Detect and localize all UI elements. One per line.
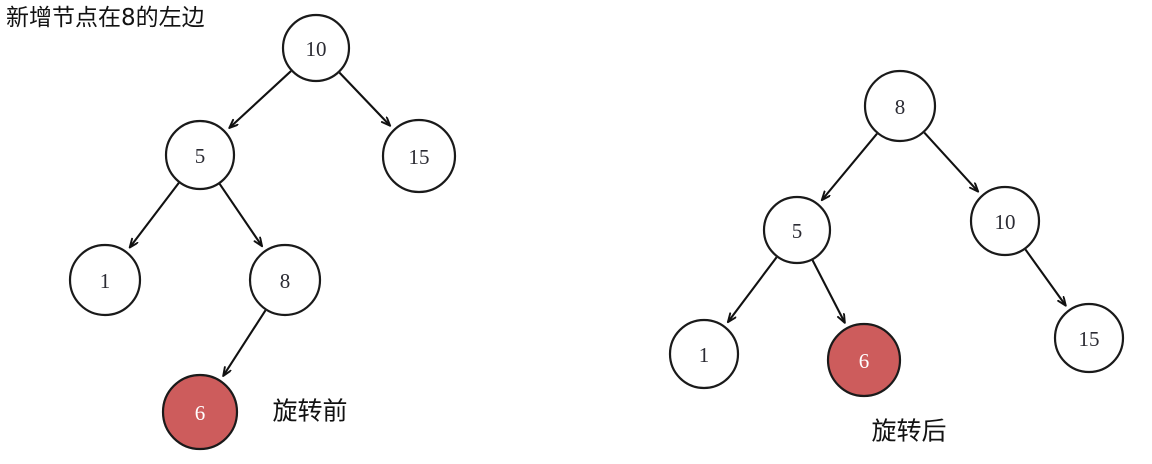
node-label-1: 1: [100, 269, 111, 293]
edges-layer: [130, 70, 1066, 376]
node-circle-6: [826, 322, 902, 398]
tree-node-8[interactable]: 8: [248, 243, 322, 317]
node-label-6: 6: [195, 401, 206, 425]
tree-edge-r-8-to-r-5: [822, 133, 878, 200]
node-circle-10: [969, 185, 1041, 257]
node-label-1: 1: [699, 343, 710, 367]
node-label-5: 5: [792, 219, 803, 243]
tree-node-6-highlighted[interactable]: 6: [161, 373, 239, 451]
node-label-15: 15: [1079, 327, 1100, 351]
tree-edge-l-10-to-l-5: [229, 70, 292, 128]
tree-node-8[interactable]: 8: [863, 69, 937, 143]
tree-edge-l-8-to-l-6: [223, 309, 267, 376]
node-circle-6: [161, 373, 239, 451]
diagram-caption-after-rotation: 旋转后: [871, 417, 946, 446]
node-circle-15: [1053, 302, 1125, 374]
node-label-10: 10: [995, 210, 1016, 234]
tree-edge-l-5-to-l-8: [218, 183, 262, 246]
tree-edge-r-5-to-r-6: [811, 259, 845, 322]
tree-node-15[interactable]: 15: [1053, 302, 1125, 374]
tree-edge-r-5-to-r-1: [728, 256, 778, 322]
node-label-8: 8: [280, 269, 291, 293]
tree-edge-r-8-to-r-10: [923, 131, 978, 192]
tree-node-1[interactable]: 1: [668, 318, 740, 390]
node-circle-5: [164, 119, 236, 191]
tree-node-15[interactable]: 15: [381, 118, 457, 194]
node-circle-8: [248, 243, 322, 317]
node-label-8: 8: [895, 95, 906, 119]
node-circle-1: [668, 318, 740, 390]
node-circle-8: [863, 69, 937, 143]
node-label-10: 10: [306, 37, 327, 61]
nodes-layer: 10 5 15 1 8 6 8 5 10 1 6 15: [68, 13, 1125, 451]
node-circle-15: [381, 118, 457, 194]
node-circle-10: [281, 13, 351, 83]
tree-node-6-highlighted[interactable]: 6: [826, 322, 902, 398]
tree-node-5[interactable]: 5: [762, 195, 832, 265]
tree-node-5[interactable]: 5: [164, 119, 236, 191]
node-circle-1: [68, 243, 142, 317]
tree-node-1[interactable]: 1: [68, 243, 142, 317]
node-label-15: 15: [409, 145, 430, 169]
tree-node-10[interactable]: 10: [969, 185, 1041, 257]
tree-edge-l-10-to-l-15: [338, 71, 390, 126]
page-title: 新增节点在8的左边: [6, 5, 205, 31]
diagram-caption-before-rotation: 旋转前: [272, 397, 347, 426]
node-label-6: 6: [859, 349, 870, 373]
tree-edge-l-5-to-l-1: [130, 182, 180, 247]
tree-edge-r-10-to-r-15: [1024, 248, 1065, 305]
node-label-5: 5: [195, 144, 206, 168]
node-circle-5: [762, 195, 832, 265]
tree-node-10[interactable]: 10: [281, 13, 351, 83]
